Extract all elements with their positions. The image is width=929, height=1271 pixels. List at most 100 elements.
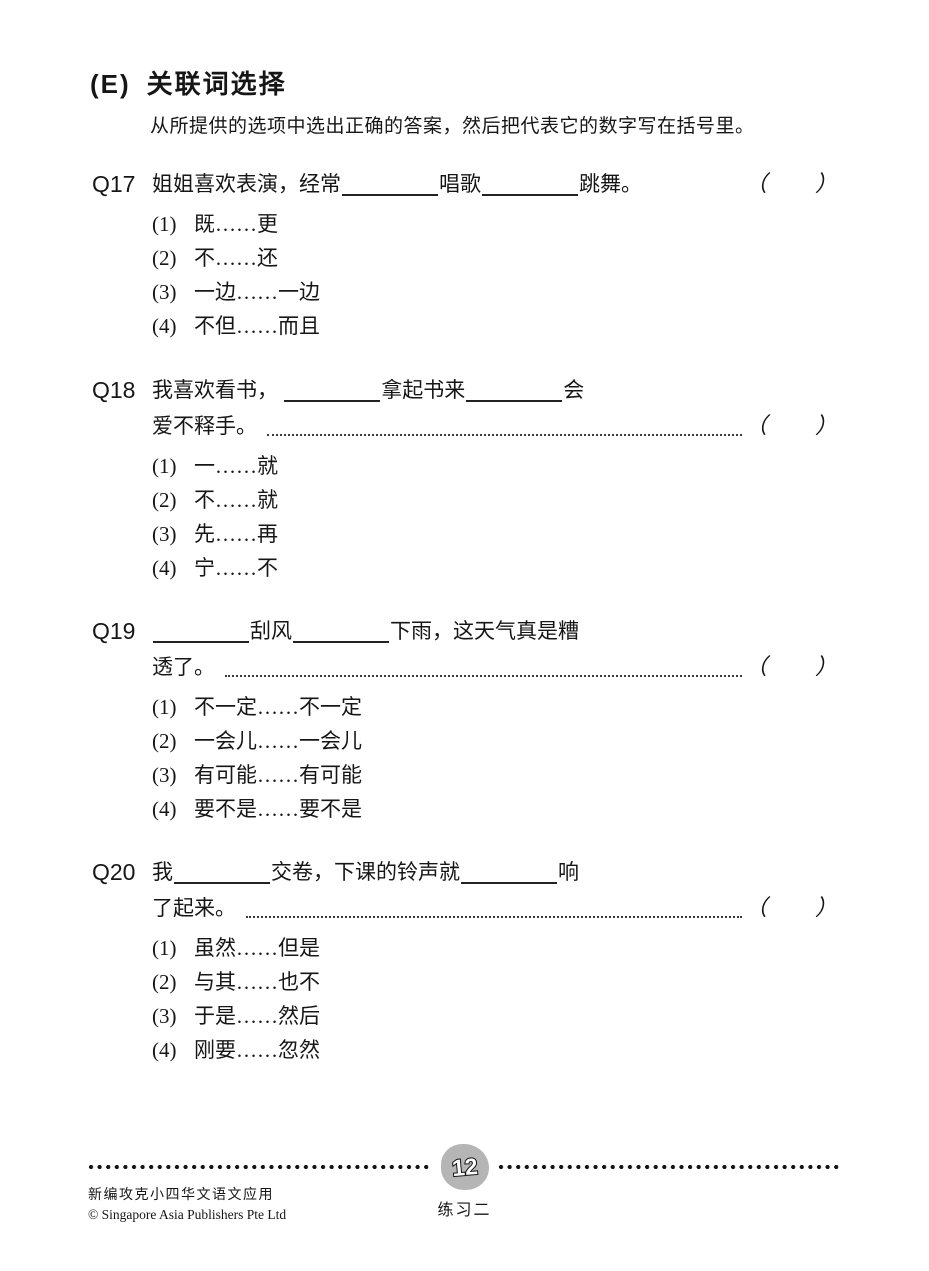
option-row: (1) 既……更 [152,207,837,241]
open-bracket: （ [745,895,768,920]
answer-blank [284,400,381,402]
option-text: 不……还 [194,246,278,270]
option-number: (2) [152,246,177,270]
page-number: 12 [450,1151,480,1181]
option-number: (2) [152,970,177,994]
sentence-segment: 我 [152,860,173,884]
option-number: (1) [152,454,177,478]
close-bracket: ） [814,413,837,438]
answer-brackets: （ ） [745,649,837,685]
option-text: 一边……一边 [194,280,320,304]
answer-blank [461,882,557,884]
option-number: (1) [152,936,177,960]
option-row: (1) 不一定……不一定 [152,690,837,724]
question-sentence: 我 交卷，下课的铃声就 响 [152,854,837,890]
answer-blank [342,194,438,196]
question-sentence-continued: 爱不释手。 （ ） [152,408,837,444]
answer-blank [482,194,578,196]
question-sentence: 刮风 下雨，这天气真是糟 [152,613,837,649]
option-text: 刚要……忽然 [194,1038,320,1062]
close-bracket: ） [814,895,837,920]
option-number: (3) [152,522,177,546]
sentence-segment: 交卷，下课的铃声就 [271,860,460,884]
option-row: (3) 先……再 [152,517,837,551]
option-row: (3) 于是……然后 [152,999,837,1033]
question-number: Q20 [92,859,136,885]
dotted-divider [88,1164,432,1170]
option-text: 要不是……要不是 [194,797,362,821]
copyright: © Singapore Asia Publishers Pte Ltd [88,1207,287,1222]
sentence-segment: 爱不释手。 [152,414,257,438]
option-list: (1) 不一定……不一定 (2) 一会儿……一会儿 (3) 有可能……有可能 (… [152,690,837,826]
answer-blank [466,400,563,402]
option-row: (2) 不……还 [152,241,837,275]
answer-blank [293,641,389,643]
option-number: (1) [152,695,177,719]
option-text: 宁……不 [194,556,278,580]
option-row: (4) 不但……而且 [152,309,837,343]
option-number: (4) [152,556,177,580]
sentence-segment: 拿起书来 [381,378,466,402]
sentence-segment: 下雨，这天气真是糟 [390,619,579,643]
answer-blank [153,641,249,643]
answer-brackets: （ ） [745,166,837,202]
close-bracket: ） [814,654,837,679]
sentence-segment: 我喜欢看书， [152,378,284,402]
option-text: 既……更 [194,212,278,236]
question-sentence-continued: 透了。 （ ） [152,649,837,685]
question-sentence: 姐姐喜欢表演，经常 唱歌 跳舞。 （ ） [152,166,837,202]
question-number: Q17 [92,171,136,197]
option-row: (2) 不……就 [152,483,837,517]
question-q17: Q17 姐姐喜欢表演，经常 唱歌 跳舞。 （ ） (1) 既……更 (2) [92,166,837,343]
footer-rule: 12 [88,1143,841,1191]
open-bracket: （ [745,171,768,196]
question-sentence-continued: 了起来。 （ ） [152,890,837,926]
page-number-badge: 12 [440,1144,489,1190]
option-number: (2) [152,488,177,512]
exercise-label: 练习二 [437,1202,492,1219]
option-list: (1) 虽然……但是 (2) 与其……也不 (3) 于是……然后 (4) 刚要…… [152,931,837,1067]
open-bracket: （ [745,413,768,438]
sentence-segment: 跳舞。 [579,172,642,196]
option-row: (1) 虽然……但是 [152,931,837,965]
question-q20: Q20 我 交卷，下课的铃声就 响 了起来。 （ ） (1) 虽然… [92,854,837,1067]
sentence-segment: 刮风 [250,619,292,643]
section-title: 关联词选择 [146,69,287,99]
option-row: (4) 刚要……忽然 [152,1033,837,1067]
option-row: (4) 宁……不 [152,551,837,585]
option-text: 不一定……不一定 [194,695,362,719]
dotted-leader [267,434,742,436]
option-text: 虽然……但是 [194,936,320,960]
book-title: 新编攻克小四华文语文应用 [88,1188,274,1203]
option-text: 与其……也不 [194,970,320,994]
sentence-segment: 响 [558,860,579,884]
option-number: (3) [152,280,177,304]
option-text: 不……就 [194,488,278,512]
open-bracket: （ [745,654,768,679]
option-number: (4) [152,1038,177,1062]
answer-blank [174,882,270,884]
option-row: (2) 一会儿……一会儿 [152,724,837,758]
option-row: (4) 要不是……要不是 [152,792,837,826]
footer-credits: 新编攻克小四华文语文应用 © Singapore Asia Publishers… [88,1184,286,1223]
question-number: Q19 [92,618,136,644]
option-number: (3) [152,763,177,787]
option-number: (1) [152,212,177,236]
option-list: (1) 既……更 (2) 不……还 (3) 一边……一边 (4) 不但……而且 [152,207,837,343]
page-title: (E) 关联词选择 [90,64,755,101]
option-row: (3) 一边……一边 [152,275,837,309]
option-text: 一……就 [194,454,278,478]
dotted-leader [246,916,742,918]
sentence-segment: 姐姐喜欢表演，经常 [152,172,341,196]
dotted-divider [497,1164,841,1170]
close-bracket: ） [814,171,837,196]
sentence-segment: 了起来。 [152,896,236,920]
sentence-segment: 透了。 [152,655,215,679]
instructions: 从所提供的选项中选出正确的答案，然后把代表它的数字写在括号里。 [150,116,755,137]
option-row: (2) 与其……也不 [152,965,837,999]
option-text: 于是……然后 [194,1004,320,1028]
question-number: Q18 [92,377,136,403]
option-text: 一会儿……一会儿 [194,729,362,753]
option-text: 先……再 [194,522,278,546]
